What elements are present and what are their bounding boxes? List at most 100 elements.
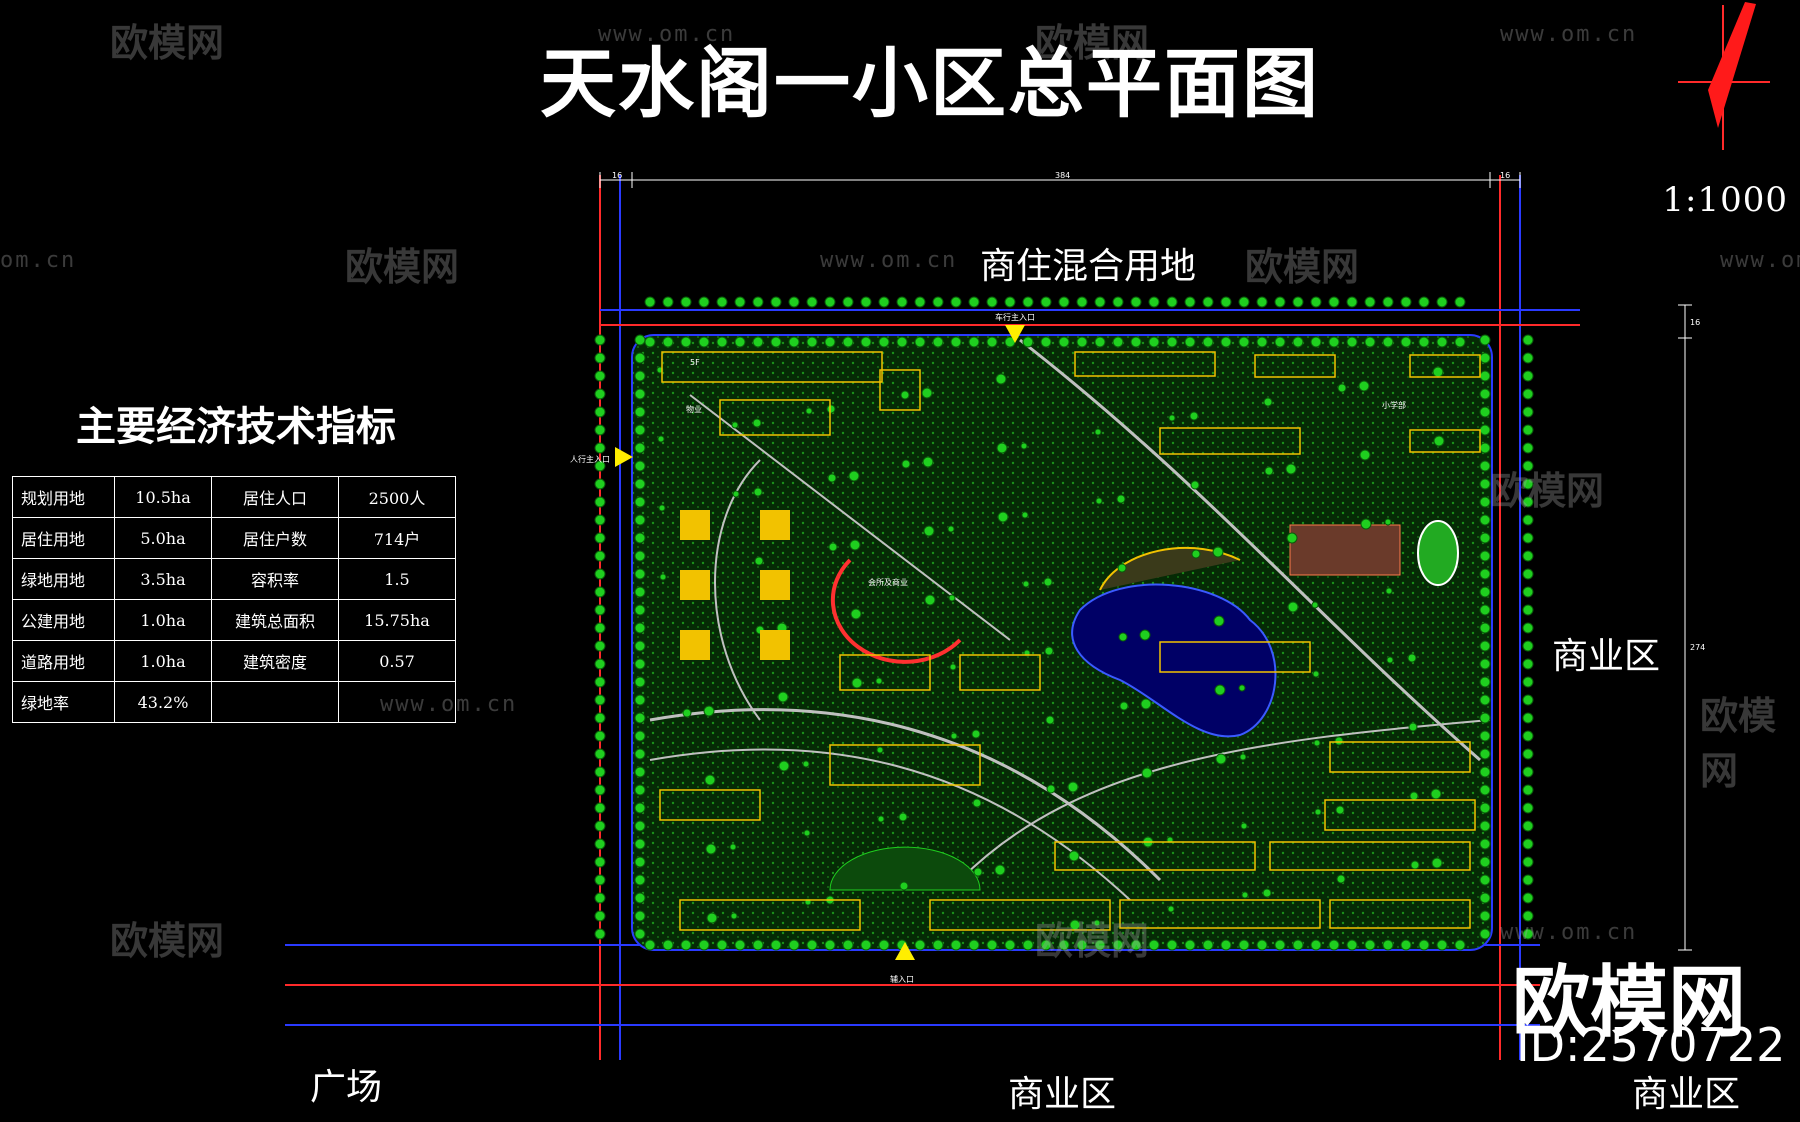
tree-symbol (1166, 296, 1178, 308)
tree-symbol (1436, 296, 1448, 308)
tree-symbol (824, 939, 836, 951)
tree-symbol (896, 296, 908, 308)
tree-symbol (1112, 336, 1124, 348)
indicator-cell-value2: 2500人 (338, 476, 456, 518)
tree-symbol (1044, 646, 1054, 656)
tree-symbol (1454, 296, 1466, 308)
tree-symbol (1364, 336, 1376, 348)
tree-symbol (1522, 388, 1534, 400)
tree-symbol (594, 730, 606, 742)
indicator-cell-label2: 居住户数 (211, 517, 339, 559)
tree-symbol (1479, 874, 1491, 886)
tree-symbol (634, 550, 646, 562)
watermark-url: www.om.cn (598, 22, 736, 47)
building-footprints (659, 351, 1481, 931)
tree-symbol (594, 514, 606, 526)
watermark-url: www.om.cn (1500, 22, 1638, 47)
tree-symbol (1076, 336, 1088, 348)
tree-symbol (1168, 414, 1176, 422)
indicator-cell-value2 (338, 681, 456, 723)
tree-symbol (770, 939, 782, 951)
tree-symbol (1021, 511, 1029, 519)
tree-symbol (1148, 939, 1160, 951)
tree-symbol (594, 334, 606, 346)
tree-symbol (1040, 336, 1052, 348)
tree-symbol (1292, 296, 1304, 308)
tree-symbol (1117, 563, 1127, 573)
tree-symbol (1215, 753, 1227, 765)
building-footprint (929, 899, 1111, 931)
tree-symbol (802, 760, 810, 768)
tree-symbol (1058, 939, 1070, 951)
tree-symbol (947, 525, 955, 533)
watermark-url: www.om.cn (1500, 920, 1638, 945)
tree-symbol (1479, 550, 1491, 562)
tree-symbol (731, 421, 739, 429)
tree-symbol (1240, 822, 1248, 830)
tree-symbol (1479, 478, 1491, 490)
tree-symbol (1328, 939, 1340, 951)
tree-symbol (842, 336, 854, 348)
tree-symbol (1130, 336, 1142, 348)
tree-symbol (1140, 698, 1152, 710)
building-footprint (659, 789, 761, 821)
tree-symbol (1522, 766, 1534, 778)
tree-symbol (948, 594, 956, 602)
tree-symbol (1522, 802, 1534, 814)
tree-symbol (634, 622, 646, 634)
tree-symbol (914, 296, 926, 308)
tree-symbol (1400, 336, 1412, 348)
tree-symbol (682, 708, 692, 718)
tree-symbol (1436, 939, 1448, 951)
indicator-cell-value2: 1.5 (338, 558, 456, 600)
tree-symbol (658, 504, 666, 512)
tree-symbol (1479, 856, 1491, 868)
tree-symbol (1141, 767, 1153, 779)
tree-symbol (1479, 406, 1491, 418)
tree-symbol (1522, 334, 1534, 346)
tree-symbol (1202, 336, 1214, 348)
tree-symbol (1382, 336, 1394, 348)
villa-footprint (760, 630, 790, 660)
tree-symbol (1022, 939, 1034, 951)
tree-symbol (634, 388, 646, 400)
tree-symbol (594, 928, 606, 940)
tree-symbol (1328, 336, 1340, 348)
tree-symbol (634, 928, 646, 940)
tree-symbol (860, 939, 872, 951)
tree-symbol (1166, 336, 1178, 348)
tree-symbol (1479, 676, 1491, 688)
tree-symbol (594, 406, 606, 418)
tree-symbol (1479, 928, 1491, 940)
tree-symbol (824, 296, 836, 308)
tree-symbol (1522, 730, 1534, 742)
entrance-markers (615, 325, 1025, 960)
dim-top-mid: 384 (1055, 171, 1070, 180)
tree-symbol (1336, 874, 1346, 884)
tree-symbol (1522, 514, 1534, 526)
tree-symbol (1522, 460, 1534, 472)
tree-symbol (1139, 629, 1151, 641)
site-block (631, 334, 1493, 951)
tree-symbol (1479, 784, 1491, 796)
tree-symbol (950, 336, 962, 348)
tree-symbol (732, 490, 740, 498)
villa-footprint (760, 570, 790, 600)
tree-symbol (878, 336, 890, 348)
tree-symbol (1076, 296, 1088, 308)
tree-symbol (1238, 939, 1250, 951)
tree-symbol (634, 856, 646, 868)
tree-symbol (1022, 336, 1034, 348)
scale-label: 1:1000 (1662, 180, 1788, 220)
indicator-cell-value1: 43.2% (114, 681, 212, 723)
tree-symbol (806, 939, 818, 951)
tree-symbol (1479, 622, 1491, 634)
watermark-url: www.om.cn (820, 248, 958, 273)
north-arrow-icon (1678, 2, 1770, 150)
tree-symbol (1004, 939, 1016, 951)
tree-symbol (634, 766, 646, 778)
building-footprint (959, 654, 1041, 691)
tree-symbol (1436, 336, 1448, 348)
